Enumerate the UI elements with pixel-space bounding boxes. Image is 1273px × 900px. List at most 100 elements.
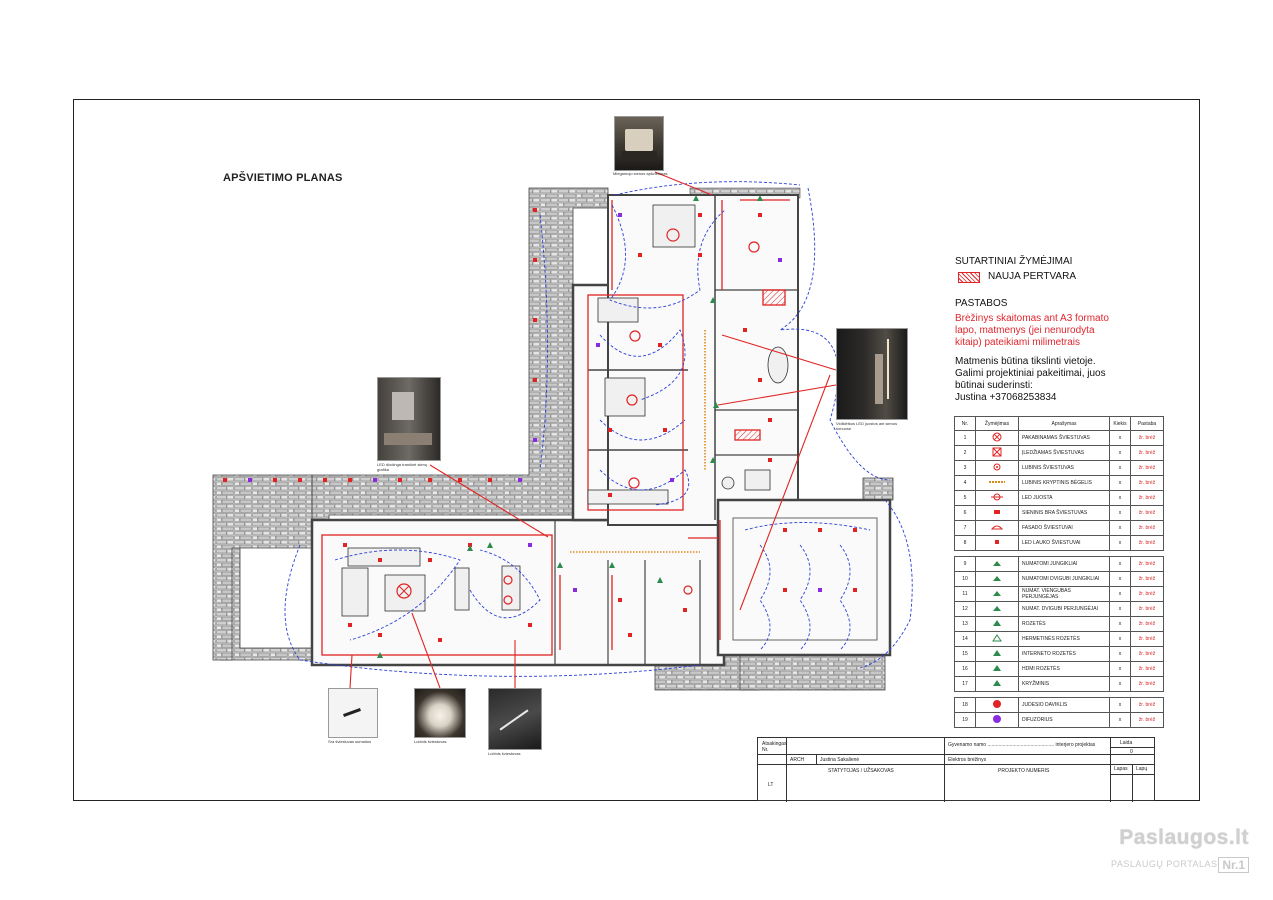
legend-row-number: 6 (954, 505, 976, 521)
fixture-marker (533, 318, 537, 322)
fixture-marker (398, 478, 402, 482)
legend-row-description: FASADO ŠVIESTUVAI (1018, 520, 1110, 536)
fixture-marker (323, 478, 327, 482)
legend-row-description: LED JUOSTA (1018, 490, 1110, 506)
ceiling-light-photo-caption: Lubinis šviestuvas (488, 751, 521, 756)
fixture-marker (488, 478, 492, 482)
fixture-marker (533, 208, 537, 212)
legend-row-note: žr. brėž (1130, 490, 1164, 506)
legend-row-symbol (975, 586, 1019, 602)
plan-title: APŠVIETIMO PLANAS (223, 172, 343, 184)
fixture-marker (818, 528, 822, 532)
legend-row-symbol (975, 571, 1019, 587)
fixture-marker (768, 418, 772, 422)
title-block-stage-sub: Nr. (762, 747, 769, 753)
title-block: Atsakingas Nr. Gyvenamo namo ...........… (757, 737, 1155, 802)
title-block-drawing-name: Elektros brėžinys (948, 757, 987, 763)
legend-row-quantity: x (1109, 661, 1131, 677)
legend-row-symbol (975, 616, 1019, 632)
furniture (341, 204, 789, 617)
bedroom-photo-caption: Miegamojo sienos apšvietimas (613, 171, 668, 176)
legend-row-symbol (975, 646, 1019, 662)
living-room-photo-caption: LED diodinga tranšinė sienų grafika (377, 462, 428, 472)
legend-row-description: NUMAT. DVIGUBI PERJUNGĖJAI (1018, 601, 1110, 617)
legend-row-quantity: x (1109, 601, 1131, 617)
legend-row-symbol (975, 631, 1019, 647)
fixture-marker (758, 213, 762, 217)
wall-lamp-symbol-icon (994, 510, 1000, 514)
legend-row-quantity: x (1109, 490, 1131, 506)
title-block-role: ARCH (790, 757, 805, 763)
fixture-marker (428, 558, 432, 562)
legend-row-quantity: x (1109, 535, 1131, 551)
legend-row-symbol (975, 601, 1019, 617)
fixture-marker (743, 328, 747, 332)
fixture-marker (768, 458, 772, 462)
socket-symbol-icon (993, 620, 1001, 626)
corridor-reference-photo (836, 328, 908, 420)
fixture-marker (248, 478, 252, 482)
legend-row-quantity: x (1109, 646, 1131, 662)
legend-row-quantity: x (1109, 475, 1131, 491)
legend-row-note: žr. brėž (1130, 631, 1164, 647)
legend-row-quantity: x (1109, 505, 1131, 521)
fixture-marker (223, 478, 227, 482)
title-block-page-label: Lapas (1114, 766, 1128, 772)
title-block-language: LT (768, 782, 774, 788)
switch-marker (693, 195, 699, 201)
watermark-subtitle: PASLAUGŲ PORTALAS (1111, 859, 1218, 869)
living-room-reference-photo (377, 377, 441, 461)
legend-row-number: 7 (954, 520, 976, 536)
legend-row-quantity: x (1109, 520, 1131, 536)
fixture-marker (628, 633, 632, 637)
legend-row-symbol (975, 661, 1019, 677)
legend-header-symbol: Žymėjimas (975, 416, 1019, 431)
switch-marker (657, 577, 663, 583)
wall-light-photo-caption: Sra šviestuvas sumaitos (328, 739, 372, 744)
legend-row-description: NUMATOMI JUNGIKLIAI (1018, 556, 1110, 572)
legend-row-note: žr. brėž (1130, 712, 1164, 728)
fixture-marker (783, 528, 787, 532)
legend-row-note: žr. brėž (1130, 676, 1164, 692)
legend-row-number: 2 (954, 445, 976, 461)
notes-line-3: būtinai suderinsti: (955, 380, 1033, 391)
fixture-marker (683, 608, 687, 612)
dot-symbol-icon (995, 540, 999, 544)
legend-row-quantity: x (1109, 430, 1131, 446)
legend-row-quantity: x (1109, 697, 1131, 713)
switch-marker (710, 457, 716, 463)
watermark-badge: Nr.1 (1218, 857, 1249, 873)
fixture-marker (758, 378, 762, 382)
bedroom-reference-photo (614, 116, 664, 171)
fixture-marker (608, 493, 612, 497)
socket-symbol-icon (993, 665, 1001, 671)
legend-row-number: 13 (954, 616, 976, 632)
legend-row-quantity: x (1109, 616, 1131, 632)
legend-row-description: NUMATOMI DVIGUBI JUNGIKLIAI (1018, 571, 1110, 587)
notes-red-line-2: lapo, matmenys (jei nenurodyta (955, 325, 1095, 336)
corridor-photo-caption: Vidiklėtkos LED juostos ant sienos šonuo… (836, 421, 898, 431)
fixture-marker (853, 528, 857, 532)
fixture-marker (818, 588, 822, 592)
fixture-marker (428, 478, 432, 482)
legend-row-symbol (975, 430, 1019, 446)
fixture-marker (533, 438, 537, 442)
legend-row-quantity: x (1109, 556, 1131, 572)
legend-row-note: žr. brėž (1130, 697, 1164, 713)
legend-row-number: 14 (954, 631, 976, 647)
legend-row-quantity: x (1109, 445, 1131, 461)
watermark-brand: Paslaugos.lt (1119, 826, 1249, 849)
title-block-sheet-value: 0 (1130, 749, 1133, 755)
title-block-project-number: PROJEKTO NUMERIS (998, 768, 1050, 774)
led-strips (570, 330, 706, 553)
legend-row-number: 4 (954, 475, 976, 491)
